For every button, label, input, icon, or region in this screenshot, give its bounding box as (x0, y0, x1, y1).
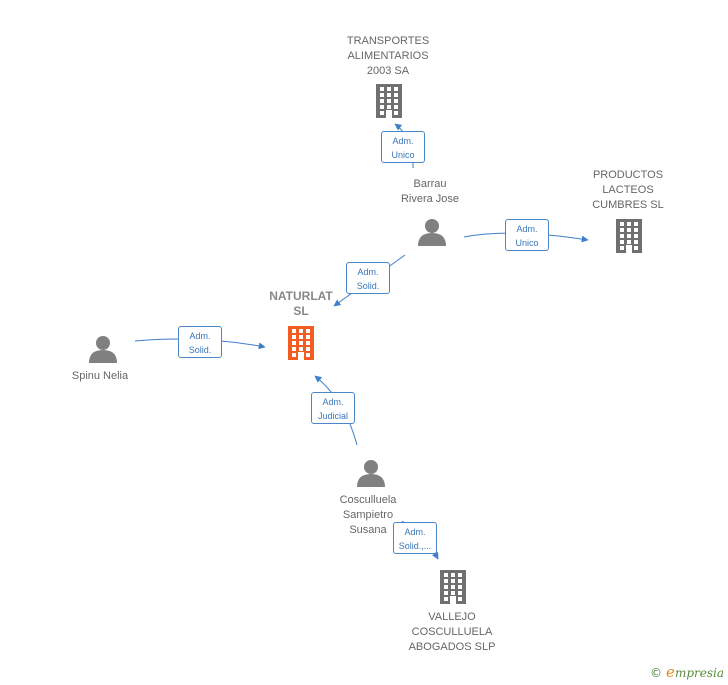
building-icon[interactable] (376, 84, 402, 118)
edge-label-cosculluela-vallejo[interactable]: Adm. Solid.,... (393, 522, 437, 554)
empresia-logo: ©empresia (650, 663, 724, 681)
node-label-naturlat[interactable]: NATURLAT SL (269, 289, 333, 318)
edge-label-barrau-productos[interactable]: Adm. Unico (505, 219, 549, 251)
person-icon[interactable] (89, 336, 117, 363)
building-icon[interactable] (440, 570, 466, 604)
node-label-transportes[interactable]: TRANSPORTES ALIMENTARIOS 2003 SA (346, 35, 430, 77)
person-icon[interactable] (357, 460, 385, 487)
brand-initial: e (666, 663, 675, 681)
copyright-symbol: © (650, 666, 663, 680)
edge-label-barrau-naturlat[interactable]: Adm. Solid. (346, 262, 390, 294)
person-icon[interactable] (418, 219, 446, 246)
edge-label-spinu-naturlat[interactable]: Adm. Solid. (178, 326, 222, 358)
building-icon[interactable] (616, 219, 642, 253)
edge-label-barrau-transportes[interactable]: Adm. Unico (381, 131, 425, 163)
node-label-cosculluela[interactable]: Cosculluela Sampietro Susana (339, 494, 397, 536)
brand-name: mpresia (674, 666, 724, 680)
building-icon[interactable] (288, 326, 314, 360)
node-label-vallejo[interactable]: VALLEJO COSCULLUELA ABOGADOS SLP (408, 611, 496, 653)
node-label-productos[interactable]: PRODUCTOS LACTEOS CUMBRES SL (592, 169, 664, 211)
edge-label-cosculluela-naturlat[interactable]: Adm. Judicial (311, 392, 355, 424)
node-label-spinu[interactable]: Spinu Nelia (71, 370, 129, 382)
node-label-barrau[interactable]: Barrau Rivera Jose (400, 178, 460, 205)
